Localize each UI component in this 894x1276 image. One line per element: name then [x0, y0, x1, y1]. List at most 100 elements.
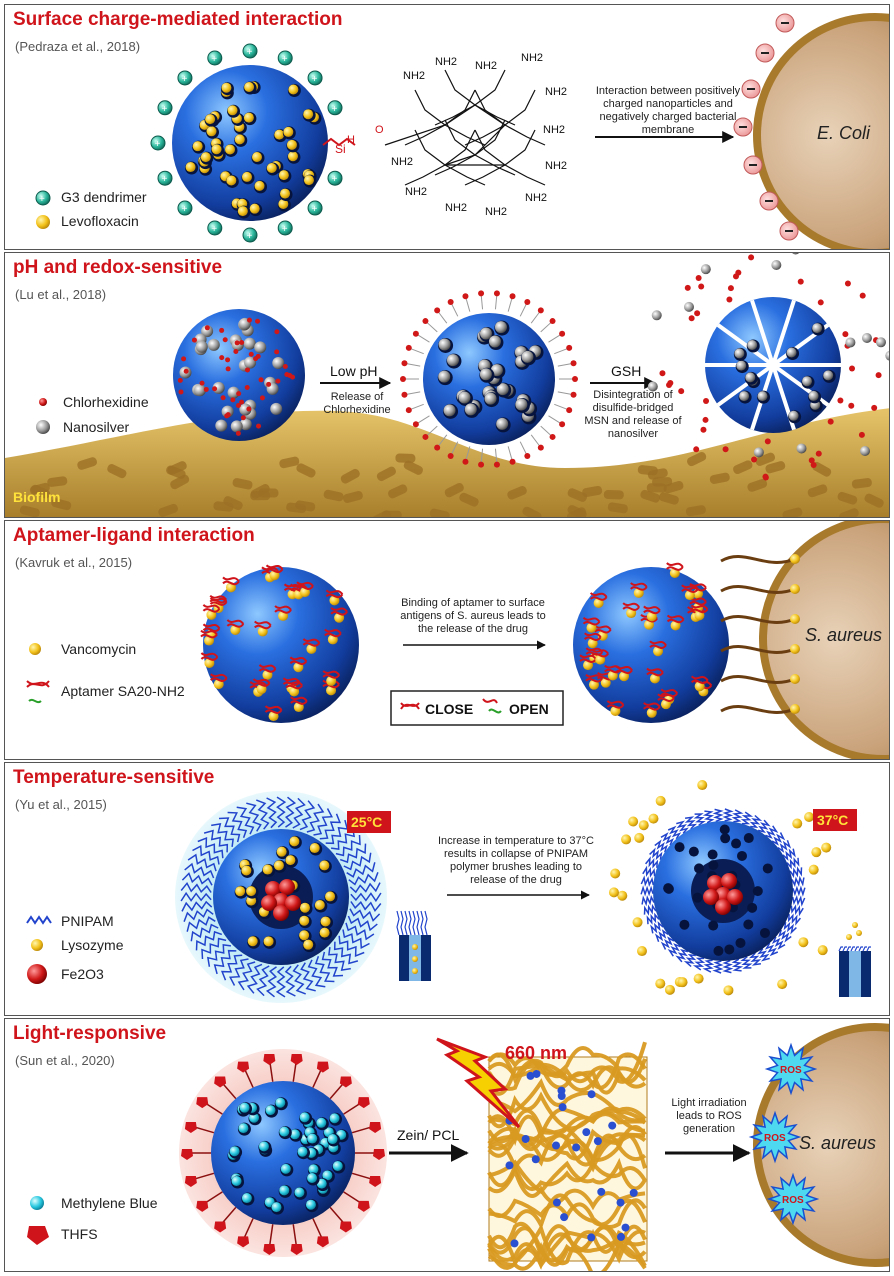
ros-label: ROS [764, 1133, 786, 1144]
svg-text:+: + [39, 194, 45, 205]
svg-text:+: + [282, 54, 288, 65]
panel-temperature: Temperature-sensitive (Yu et al., 2015) … [4, 762, 890, 1016]
svg-text:NH2: NH2 [475, 60, 497, 72]
step-zein-pcl: Zein/ PCL [397, 1127, 460, 1143]
lightning-icon [436, 1037, 521, 1129]
aptamer-illustration [26, 521, 889, 759]
svg-text:+: + [155, 139, 161, 150]
step-low-ph: Low pH [330, 363, 378, 379]
legend-aptamer: Aptamer SA20-NH2 [61, 683, 185, 699]
panel-aptamer: Aptamer-ligand interaction (Kavruk et al… [4, 520, 890, 760]
negative-charges [733, 13, 799, 241]
si-label: Si [335, 142, 346, 156]
legend-chlorhexidine: Chlorhexidine [63, 394, 149, 410]
ros-label: ROS [780, 1065, 802, 1076]
e-coli-cell [753, 13, 889, 249]
svg-text:NH2: NH2 [435, 56, 457, 68]
h-label: H [347, 134, 355, 146]
panel-title: pH and redox-sensitive [13, 257, 223, 278]
ros-burst [764, 1042, 818, 1096]
panel-title: Temperature-sensitive [13, 767, 215, 788]
ros-note: Light irradiation leads to ROS generatio… [671, 1097, 747, 1135]
panel-reference: (Kavruk et al., 2015) [15, 555, 133, 570]
svg-text:NH2: NH2 [543, 124, 565, 136]
svg-text:+: + [211, 224, 217, 235]
state-open: OPEN [509, 701, 549, 717]
aptamer-legend-icon [26, 680, 50, 704]
svg-text:+: + [181, 74, 187, 85]
svg-text:+: + [331, 104, 337, 115]
panel-surface-charge: Surface charge-mediated interaction (Ped… [4, 4, 890, 250]
light-illustration: ROS ROS ROS [27, 1023, 889, 1271]
pnipam-legend-icon [26, 915, 52, 925]
svg-text:+: + [162, 104, 168, 115]
legend-vancomycin: Vancomycin [61, 641, 137, 657]
temp-25-badge [347, 811, 391, 833]
svg-text:NH2: NH2 [545, 160, 567, 172]
panel-title: Surface charge-mediated interaction [13, 9, 343, 30]
light-wavelength: 660 nm [505, 1043, 568, 1063]
temp-37-label: 37°C [817, 812, 849, 828]
legend-fe2o3: Fe2O3 [61, 966, 104, 982]
temp-25-label: 25°C [351, 814, 383, 830]
disintegration-note: Disintegration of disulfide-bridged MSN … [584, 389, 682, 440]
svg-text:NH2: NH2 [391, 156, 413, 168]
panel-reference: (Pedraza et al., 2018) [15, 39, 141, 54]
ph-redox-illustration [5, 253, 889, 517]
dendrimer-legend-icon [35, 190, 51, 206]
legend-lysozyme: Lysozyme [61, 937, 124, 953]
svg-text:NH2: NH2 [521, 52, 543, 64]
s-aureus-cell [759, 521, 889, 759]
fe2o3-legend-icon [27, 964, 47, 984]
ros-burst [748, 1110, 802, 1164]
dendrimer-charges: +++++++++++++++ [150, 43, 343, 243]
panel-title: Light-responsive [13, 1023, 167, 1044]
bacteria-label: E. Coli [817, 123, 871, 143]
legend-thfs: THFS [61, 1226, 98, 1242]
panel-reference: (Lu et al., 2018) [15, 287, 107, 302]
svg-text:+: + [312, 74, 318, 85]
svg-text:+: + [331, 174, 337, 185]
svg-text:NH2: NH2 [403, 70, 425, 82]
state-legend-box [390, 690, 564, 726]
temperature-illustration [26, 780, 871, 1003]
svg-text:+: + [247, 231, 253, 242]
panel-reference: (Yu et al., 2015) [15, 797, 107, 812]
biofilm-label: Biofilm [13, 489, 61, 505]
svg-text:NH2: NH2 [545, 86, 567, 98]
temp-37-badge [813, 809, 857, 831]
release-note: Release of Chlorhexidine [323, 391, 391, 416]
panel-reference: (Sun et al., 2020) [15, 1053, 115, 1068]
svg-text:+: + [312, 204, 318, 215]
svg-text:+: + [162, 174, 168, 185]
vancomycin-legend-icon [29, 643, 41, 655]
methylene-blue-legend-icon [30, 1196, 44, 1210]
interaction-note: Interaction between positively charged n… [595, 85, 741, 136]
svg-text:+: + [282, 224, 288, 235]
svg-text:NH2: NH2 [445, 202, 467, 214]
aptamer-sphere-closed [203, 567, 359, 723]
panel-title: Aptamer-ligand interaction [13, 525, 255, 546]
nanosilver-legend-icon [36, 420, 50, 434]
panel-ph-redox: pH and redox-sensitive (Lu et al., 2018)… [4, 252, 890, 518]
lysozyme-legend-icon [31, 939, 43, 951]
step-gsh: GSH [611, 363, 642, 379]
svg-text:+: + [211, 54, 217, 65]
svg-text:NH2: NH2 [405, 186, 427, 198]
ros-label: ROS [782, 1195, 804, 1206]
o-label: O [375, 124, 384, 136]
thfs-legend-icon [27, 1226, 49, 1245]
levofloxacin-dots [185, 81, 322, 219]
chlorhexidine-legend-icon [39, 398, 47, 406]
aptamer-sphere-open [573, 567, 729, 723]
temperature-note: Increase in temperature to 37°C results … [437, 835, 595, 886]
levofloxacin-legend-icon [36, 215, 50, 229]
bacteria-label: S. aureus [799, 1133, 877, 1153]
legend-nanosilver: Nanosilver [63, 419, 130, 435]
state-close: CLOSE [425, 701, 474, 717]
svg-text:NH2: NH2 [485, 206, 507, 218]
legend-levofloxacin: Levofloxacin [61, 213, 139, 229]
svg-text:+: + [181, 204, 187, 215]
